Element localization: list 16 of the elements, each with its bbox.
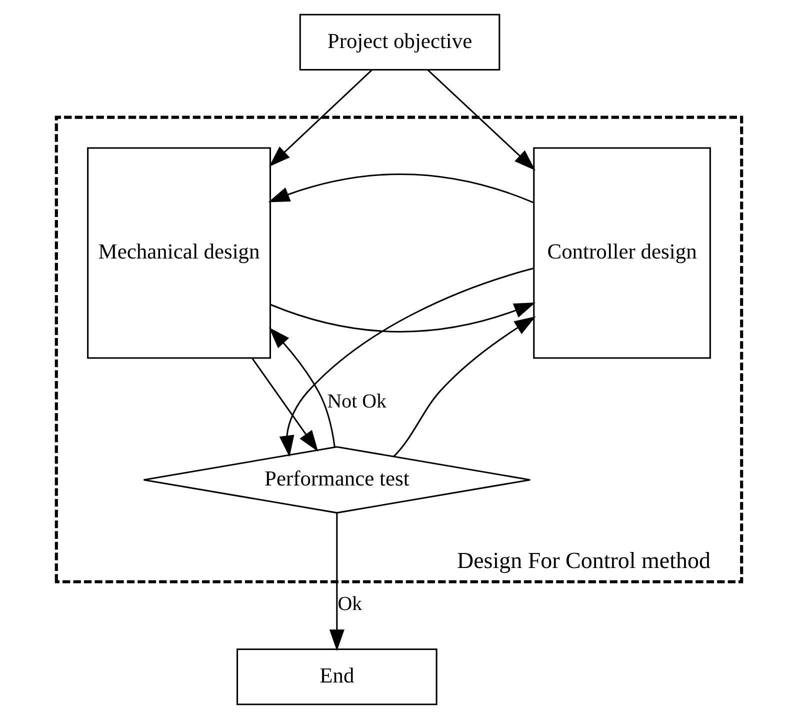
- arrow: [329, 512, 344, 652]
- arrow: [279, 268, 534, 457]
- edge-label: Ok: [338, 592, 362, 615]
- arrow: [393, 316, 536, 458]
- node-box: Project objective: [299, 14, 500, 71]
- arrow: [268, 174, 534, 204]
- arrow: [427, 69, 536, 170]
- edge-label: Not Ok: [327, 390, 386, 413]
- arrow: [270, 302, 536, 332]
- arrow: [268, 327, 336, 448]
- node-box: Controller design: [533, 147, 711, 359]
- node-box: Mechanical design: [87, 147, 271, 359]
- arrow: [252, 358, 318, 452]
- node-diamond: Performance test: [143, 446, 531, 514]
- arrow: [269, 69, 372, 167]
- node-box: End: [236, 648, 438, 706]
